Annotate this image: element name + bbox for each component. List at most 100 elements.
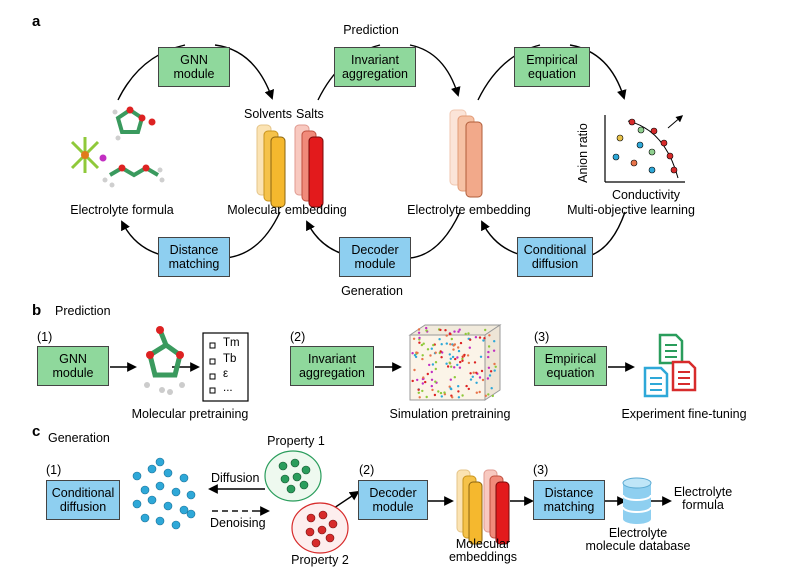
a-empirical-equation-box: Empirical equation — [514, 47, 590, 87]
simulation-particle — [457, 390, 460, 393]
b-gnn-module-box: GNN module — [37, 346, 109, 386]
simulation-particle — [491, 394, 494, 398]
electrolyte-formula-label: Electrolyte formula — [70, 203, 174, 217]
panel-label-a: a — [32, 13, 41, 30]
simulation-particle — [487, 345, 491, 348]
molecular-embedding-label: Molecular embedding — [227, 203, 347, 217]
noise-point — [171, 520, 181, 530]
document-icons — [643, 333, 697, 398]
simulation-particle — [449, 343, 452, 346]
simulation-particle — [417, 328, 421, 331]
simulation-particle — [448, 361, 451, 364]
simulation-particle — [464, 332, 467, 336]
simulation-particle — [488, 374, 492, 377]
simulation-particle — [480, 369, 484, 373]
solvents-label: Solvents — [244, 107, 292, 121]
simulation-particle — [493, 362, 496, 366]
simulation-particle — [493, 369, 496, 372]
simulation-particle — [461, 357, 464, 361]
molecular-pretraining-label: Molecular pretraining — [131, 407, 249, 421]
simulation-particle — [487, 366, 491, 369]
noise-point — [132, 471, 142, 481]
simulation-particle — [472, 371, 475, 374]
simulation-particle — [478, 376, 482, 379]
simulation-particle — [445, 342, 448, 345]
simulation-particle — [445, 362, 448, 365]
simulation-particle — [449, 378, 452, 381]
simulation-particle — [457, 330, 460, 333]
simulation-particle — [489, 370, 493, 373]
simulation-particle — [448, 332, 452, 336]
simulation-particle — [414, 355, 418, 359]
simulation-particle — [431, 388, 434, 392]
simulation-particle — [468, 346, 471, 349]
simulation-particle — [459, 341, 463, 345]
simulation-particle — [449, 387, 452, 390]
simulation-particle — [457, 346, 460, 349]
a-prediction-label: Prediction — [343, 23, 399, 37]
simulation-particle — [430, 384, 433, 388]
checklist-item-epsilon: ε — [223, 368, 229, 380]
simulation-particle — [453, 376, 456, 379]
simulation-particle — [454, 357, 457, 361]
simulation-particle — [451, 355, 455, 359]
simulation-particle — [440, 395, 443, 398]
simulation-particle — [451, 396, 454, 399]
c-step-3: (3) — [533, 463, 549, 477]
c-conditional-diffusion-box: Conditional diffusion — [46, 480, 120, 520]
simulation-particle — [452, 348, 455, 351]
a-invariant-aggregation-box: Invariant aggregation — [334, 47, 416, 87]
simulation-particle — [449, 357, 452, 360]
simulation-particle — [429, 354, 432, 357]
noise-point — [155, 481, 165, 491]
simulation-particle — [475, 371, 478, 374]
noise-point — [163, 501, 173, 511]
conductivity-axis-label: Conductivity — [611, 188, 681, 202]
simulation-particle — [434, 367, 437, 371]
simulation-particle — [474, 336, 478, 339]
simulation-particle — [456, 363, 459, 367]
simulation-particle — [458, 328, 461, 331]
simulation-particle — [457, 349, 461, 353]
simulation-particle — [438, 338, 441, 341]
experiment-finetuning-label: Experiment fine-tuning — [621, 407, 747, 421]
solvent-embedding-stack — [256, 124, 286, 208]
c-noise-cloud — [132, 457, 196, 530]
noise-point — [132, 499, 142, 509]
property-2-label: Property 2 — [291, 553, 349, 567]
simulation-particle — [421, 354, 424, 357]
simulation-particle — [424, 380, 427, 384]
noise-point — [186, 490, 196, 500]
c-molecular-embeddings — [456, 469, 510, 545]
simulation-particle — [452, 344, 455, 347]
simulation-particle — [450, 337, 453, 341]
simulation-particle — [461, 359, 464, 362]
simulation-particle — [430, 370, 433, 374]
property-1-cluster — [264, 450, 322, 502]
simulation-particle — [425, 326, 428, 330]
simulation-particle — [487, 355, 490, 359]
simulation-particle — [426, 348, 430, 351]
simulation-particle — [473, 361, 477, 364]
simulation-particle — [478, 390, 481, 394]
simulation-particle — [416, 378, 419, 382]
a-conditional-diffusion-box: Conditional diffusion — [517, 237, 593, 277]
noise-point — [155, 516, 165, 526]
simulation-particle — [478, 336, 482, 339]
simulation-particle — [471, 375, 474, 378]
simulation-particle — [490, 387, 493, 390]
simulation-particle — [417, 391, 420, 394]
simulation-particle — [426, 372, 429, 376]
simulation-particle — [448, 353, 451, 356]
simulation-particle — [484, 328, 487, 332]
simulation-particle — [469, 338, 472, 341]
simulation-box — [408, 324, 502, 401]
simulation-particle — [467, 361, 471, 365]
simulation-particle — [417, 331, 421, 334]
a-gnn-module-box: GNN module — [158, 47, 230, 87]
b-step-2: (2) — [290, 330, 306, 344]
simulation-particle — [443, 391, 446, 394]
electrolyte-embedding-label: Electrolyte embedding — [407, 203, 531, 217]
simulation-particle — [465, 384, 468, 388]
